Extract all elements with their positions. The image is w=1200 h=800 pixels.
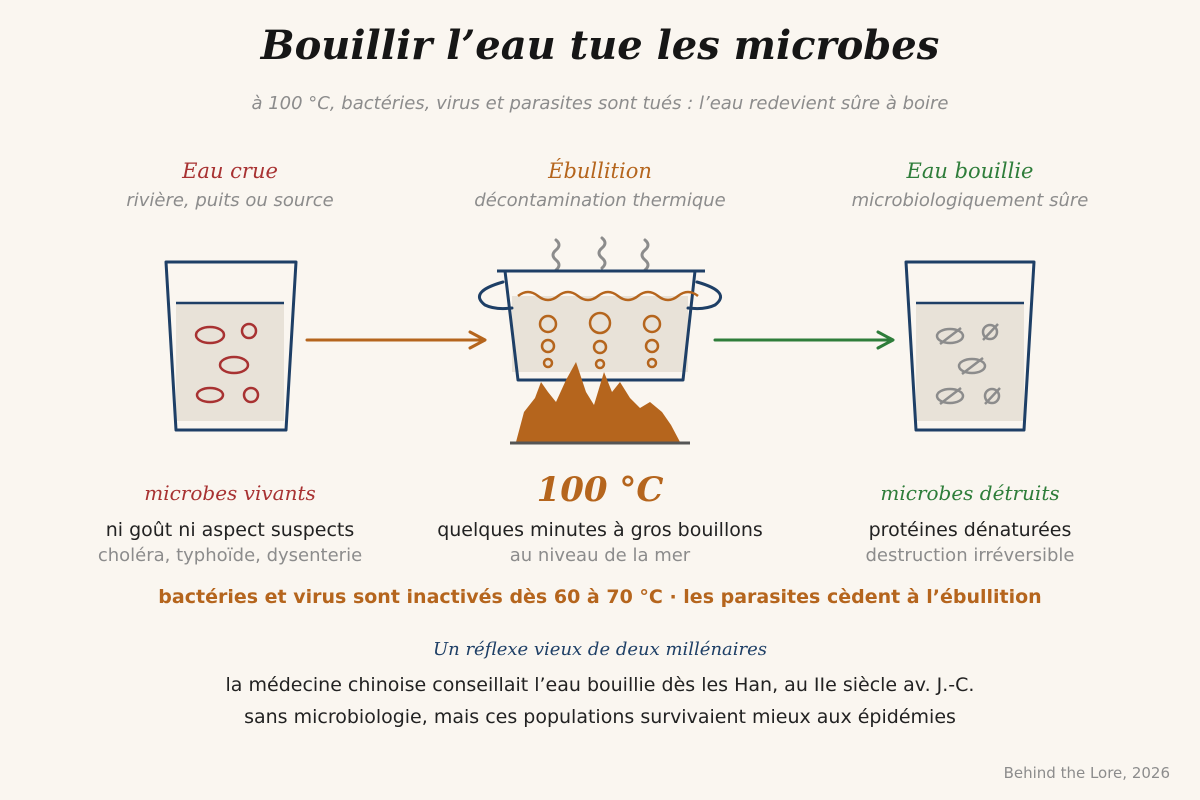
- page-title: Bouillir l’eau tue les microbes: [260, 22, 940, 69]
- stage-boiled-status: microbes détruits: [880, 481, 1060, 505]
- stage-boiled-subtitle: microbiologiquement sûre: [851, 190, 1089, 211]
- stage-raw-line1: ni goût ni aspect suspects: [105, 519, 355, 541]
- boiling-pot-icon: [478, 269, 722, 382]
- history-line-2: sans microbiologie, mais ces populations…: [244, 706, 956, 728]
- inactivation-note: bactéries et virus sont inactivés dès 60…: [158, 586, 1042, 608]
- stage-raw-title: Eau crue: [182, 159, 278, 183]
- credit: Behind the Lore, 2026: [1003, 764, 1170, 782]
- page-subtitle: à 100 °C, bactéries, virus et parasites …: [251, 93, 949, 114]
- stage-boil-line1: quelques minutes à gros bouillons: [437, 519, 763, 541]
- flame-icon: [510, 362, 690, 445]
- raw-water-glass-icon: [164, 260, 298, 432]
- stage-raw-line2: choléra, typhoïde, dysenterie: [97, 545, 363, 566]
- stage-boil-title: Ébullition: [548, 159, 652, 183]
- stage-boiled-line1: protéines dénaturées: [868, 519, 1072, 541]
- stage-raw-subtitle: rivière, puits ou source: [126, 190, 334, 211]
- history-line-1: la médecine chinoise conseillait l’eau b…: [225, 674, 975, 696]
- steam-icon: [551, 236, 650, 272]
- stage-boil-subtitle: décontamination thermique: [474, 190, 726, 211]
- dead-microbe-icon: [935, 323, 1001, 405]
- history-title: Un réflexe vieux de deux millénaires: [432, 639, 768, 660]
- stage-raw-status: microbes vivants: [144, 481, 316, 505]
- stage-boiled-line2: destruction irréversible: [865, 545, 1075, 566]
- boiled-water-glass-icon: [904, 260, 1036, 432]
- stage-boil-line2: au niveau de la mer: [509, 545, 691, 566]
- boiling-temperature: 100 °C: [536, 470, 664, 510]
- live-microbe-icon: [194, 322, 260, 404]
- arrow-right-icon: [305, 330, 487, 350]
- stage-boiled-title: Eau bouillie: [906, 159, 1034, 183]
- arrow-right-icon: [713, 330, 895, 350]
- bubble-icon: [538, 311, 662, 370]
